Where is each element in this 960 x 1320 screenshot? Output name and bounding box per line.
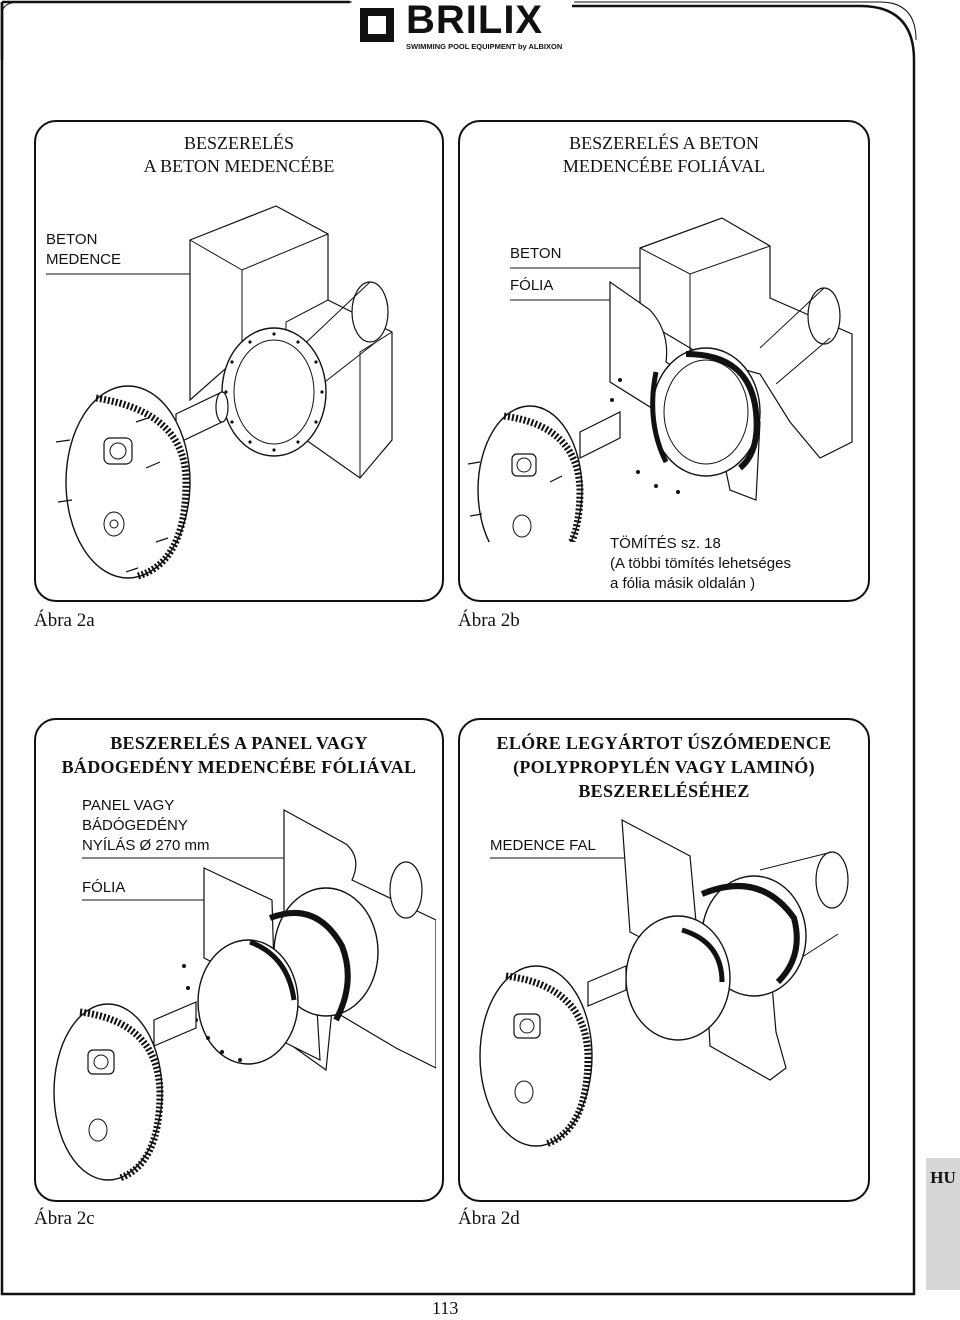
logo-square-icon xyxy=(360,8,394,42)
skimmer-panel-drawing xyxy=(53,808,436,1182)
page-number: 113 xyxy=(432,1298,459,1318)
language-tab: HU xyxy=(926,1158,960,1290)
panel-2d-title-line2: (POLYPROPYLÉN VAGY LAMINÓ) xyxy=(513,757,815,777)
panel-2b-title-line1: BESZERELÉS A BETON xyxy=(569,133,759,153)
panel-2b-title-line2: MEDENCÉBE FOLIÁVAL xyxy=(562,156,766,176)
label-nyilas: NYÍLÁS Ø 270 mm xyxy=(82,837,210,854)
figure-panel-2c: BESZERELÉS A PANEL VAGY BÁDOGEDÉNY MEDEN… xyxy=(34,718,444,1202)
caption-2b: Ábra 2b xyxy=(458,610,520,631)
skimmer-concrete-drawing xyxy=(46,205,393,580)
skimmer-prefab-pool-drawing xyxy=(479,818,849,1148)
brand-tagline: SWIMMING POOL EQUIPMENT by ALBIXON xyxy=(406,42,563,51)
language-tab-label: HU xyxy=(930,1168,956,1187)
label-beton: BETON xyxy=(46,231,98,248)
label-panel-vagy: PANEL VAGY xyxy=(82,797,175,814)
panel-2c-title-line2: BÁDOGEDÉNY MEDENCÉBE FÓLIÁVAL xyxy=(61,757,417,777)
figure-panel-2b: BESZERELÉS A BETON MEDENCÉBE FOLIÁVAL BE… xyxy=(458,120,870,602)
brand-logo: BRILIX SWIMMING POOL EQUIPMENT by ALBIXO… xyxy=(356,0,568,54)
caption-2a: Ábra 2a xyxy=(34,610,95,631)
panel-2c-title-line1: BESZERELÉS A PANEL VAGY xyxy=(110,733,368,753)
figure-panel-2d: ELÓRE LEGYÁRTOT ÚSZÓMEDENCE (POLYPROPYLÉ… xyxy=(458,718,870,1202)
label-medence-fal: MEDENCE FAL xyxy=(490,837,596,854)
caption-2c: Ábra 2c xyxy=(34,1208,95,1229)
caption-2d: Ábra 2d xyxy=(458,1208,520,1229)
figure-panel-2a: BESZERELÉS A BETON MEDENCÉBE BETON MEDEN… xyxy=(34,120,444,602)
panel-2a-title-line2: A BETON MEDENCÉBE xyxy=(143,156,335,176)
skimmer-concrete-liner-drawing xyxy=(467,217,853,542)
brand-name: BRILIX xyxy=(406,0,544,42)
gasket-note-line3: a fólia másik oldalán ) xyxy=(610,575,756,592)
gasket-note-line1: TÖMÍTÉS sz. 18 xyxy=(610,535,721,552)
gasket-note-line2: (A többi tömítés lehetséges xyxy=(610,555,791,572)
panel-2d-title-line1: ELÓRE LEGYÁRTOT ÚSZÓMEDENCE xyxy=(496,733,832,753)
label-folia: FÓLIA xyxy=(82,879,126,896)
label-medence: MEDENCE xyxy=(46,251,122,268)
label-beton: BETON xyxy=(510,245,562,262)
label-folia: FÓLIA xyxy=(510,277,554,294)
panel-2a-title-line1: BESZERELÉS xyxy=(183,133,294,153)
label-badogedeny: BÁDÓGEDÉNY xyxy=(82,817,188,834)
panel-2d-title-line3: BESZERELÉSÉHEZ xyxy=(578,781,750,801)
